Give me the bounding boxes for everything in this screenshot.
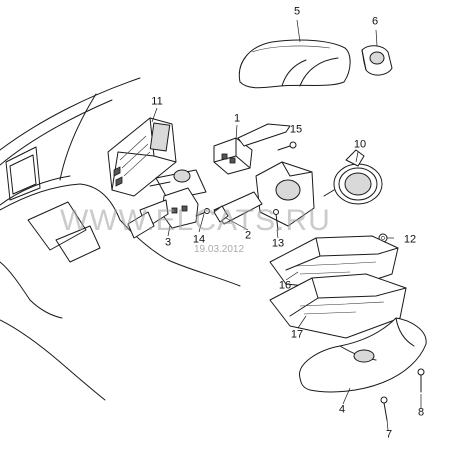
callout-10: 10 — [353, 138, 367, 151]
part-2-switch-housing — [213, 161, 315, 227]
callout-14: 14 — [192, 233, 206, 246]
callout-8: 8 — [417, 406, 425, 419]
part-11-control-module — [107, 117, 177, 197]
callout-5: 5 — [293, 5, 301, 18]
callout-3: 3 — [164, 236, 172, 249]
callout-7: 7 — [385, 428, 393, 441]
watermark-date: 19.03.2012 — [194, 244, 245, 255]
watermark-text: WWW.ELCATS.RU — [60, 204, 331, 237]
part-13-screw — [273, 209, 279, 231]
callout-4: 4 — [338, 403, 346, 416]
callout-2: 2 — [244, 229, 252, 242]
part-6-trim-ring — [361, 45, 393, 76]
callout-1: 1 — [233, 112, 241, 125]
callout-17: 17 — [290, 328, 304, 341]
callout-15: 15 — [289, 123, 303, 136]
part-7-screw — [380, 396, 388, 421]
part-4-bottom-cover — [299, 317, 427, 393]
part-17-lower-shroud — [269, 273, 407, 339]
part-5-upper-cover — [238, 39, 351, 89]
callout-16: 16 — [278, 279, 292, 292]
leader-lines — [151, 19, 422, 431]
callout-12: 12 — [403, 233, 417, 246]
callout-11: 11 — [151, 95, 163, 108]
part-10-clock-spring — [323, 149, 383, 205]
part-3-turn-signal-switch — [127, 187, 199, 239]
part-15-screw — [277, 141, 297, 151]
part-14-screw — [195, 208, 210, 217]
part-8-screw — [417, 368, 425, 393]
callout-6: 6 — [371, 15, 379, 28]
switch-centre-assembly — [149, 169, 207, 201]
part-1-wiper-switch — [213, 123, 291, 175]
dashboard-outline — [0, 77, 241, 401]
callout-13: 13 — [271, 237, 285, 250]
